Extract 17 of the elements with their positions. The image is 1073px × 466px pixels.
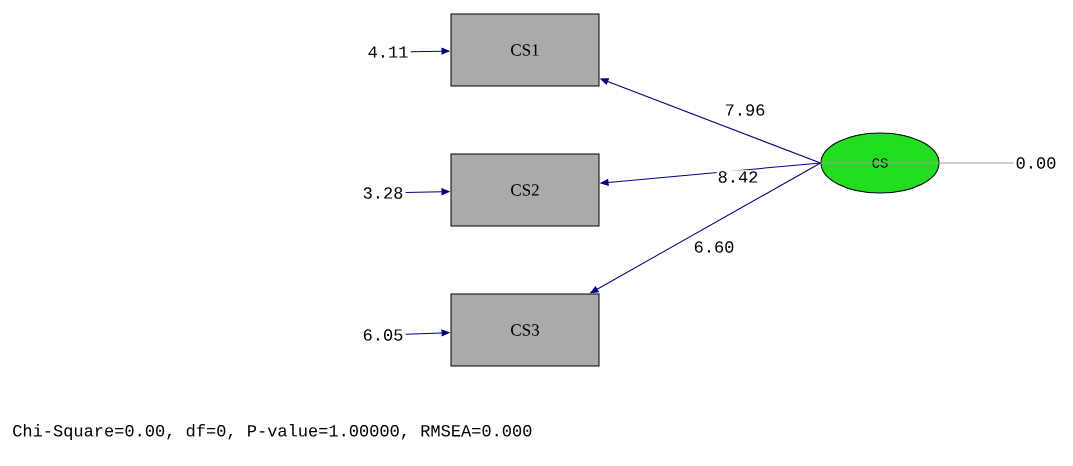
error-value: 3.28 (363, 187, 403, 199)
variable-box: CS3 (450, 293, 600, 367)
error-value: 6.05 (363, 329, 403, 341)
error-value: 4.11 (368, 46, 408, 58)
arrow (600, 162, 821, 186)
error-value: 0.00 (1016, 157, 1056, 169)
edge-label: 8.42 (716, 170, 760, 184)
arrow (405, 329, 450, 337)
arrow (600, 78, 821, 164)
edge-label: 6.60 (692, 240, 736, 254)
variable-box: CS1 (450, 13, 600, 87)
edge-label: 7.96 (723, 103, 767, 117)
fit-statistics: Chi-Square=0.00, df=0, P-value=1.00000, RMSEA=0.000 (13, 424, 532, 440)
variable-box: CS2 (450, 153, 600, 227)
arrow (405, 188, 450, 196)
arrow (590, 162, 821, 294)
arrow (410, 47, 450, 55)
